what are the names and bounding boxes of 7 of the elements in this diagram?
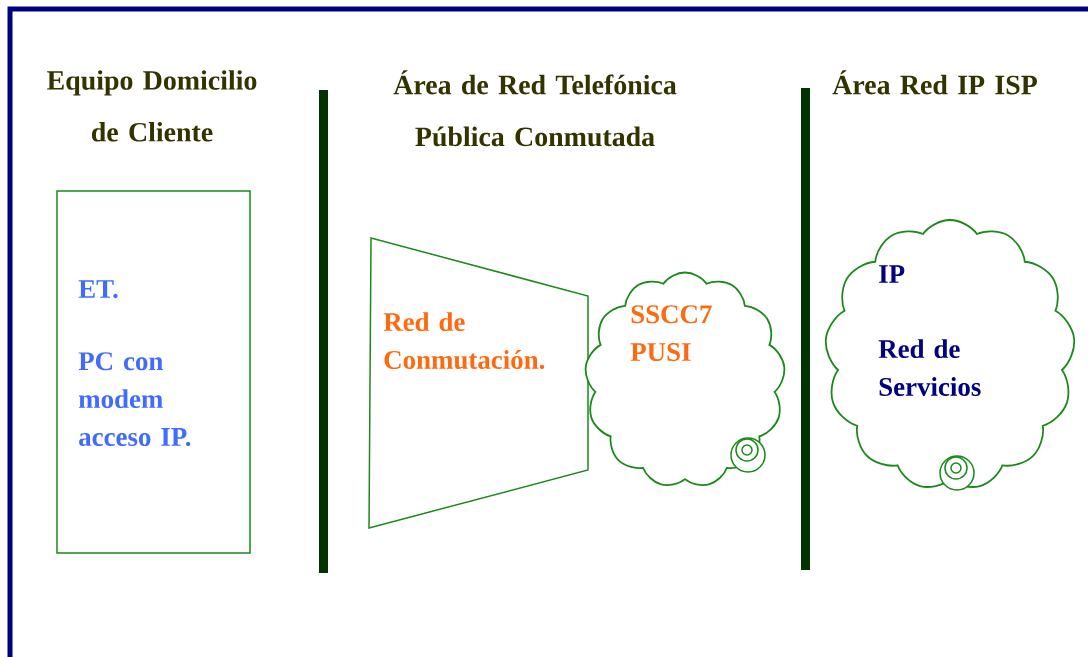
device-box: ET. PC con modem acceso IP.: [56, 190, 251, 554]
heading: Área de Red Telefónica Pública Conmutada: [393, 70, 677, 147]
heading: Equipo Domicilio de Cliente: [47, 70, 257, 142]
switching-trapezoid: Red de Conmutación.: [368, 237, 589, 529]
network-cloud: IP Red de Servicios: [824, 219, 1076, 491]
network-cloud: SSCC7 PUSI: [584, 271, 786, 486]
heading: Área Red IP ISP: [832, 70, 1037, 95]
